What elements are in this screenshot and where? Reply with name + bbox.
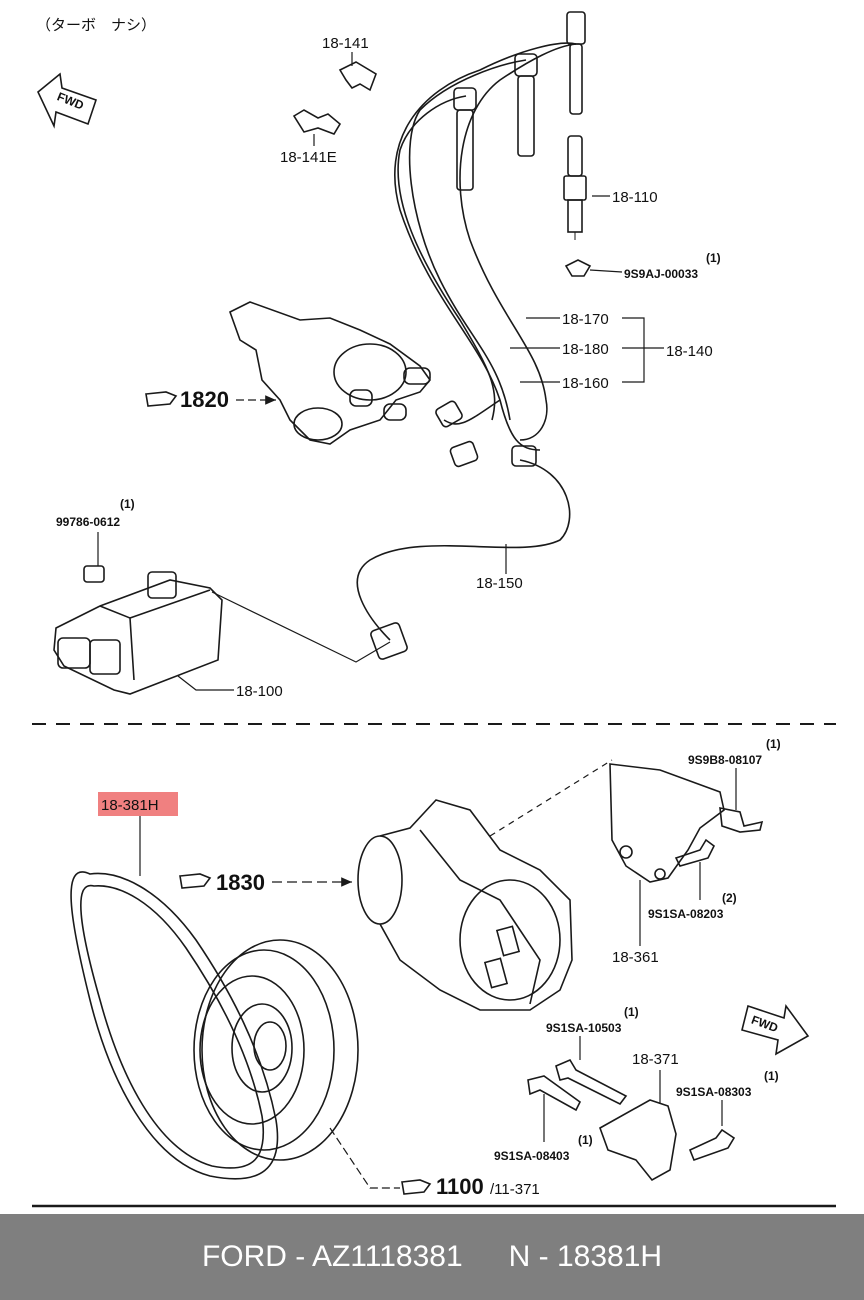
ref-1100-sub: /11-371 — [490, 1181, 540, 1198]
crank-pulley — [193, 939, 359, 1161]
footer-part-number: N - 18381H — [508, 1240, 663, 1273]
bolt-9s9b8 — [719, 807, 764, 833]
fwd-label-bottom: FWD — [749, 1013, 780, 1036]
label-9s1sa-10503: 9S1SA-10503 — [546, 1021, 622, 1035]
label-99786-0612: 99786-0612 — [56, 515, 120, 529]
ignition-coil — [53, 571, 223, 695]
footer-ford-number: FORD - AZ1118381 — [201, 1240, 463, 1273]
label-18-140: 18-140 — [666, 343, 713, 360]
part-number-footer: FORD - AZ1118381 N - 18381H — [0, 1214, 864, 1300]
label-18-180: 18-180 — [562, 341, 609, 358]
plug-wire-boots — [453, 11, 586, 191]
coil-bolt — [83, 565, 105, 583]
label-9s1sa-08403: 9S1SA-08403 — [494, 1149, 570, 1163]
clip-9s9aj — [564, 259, 592, 277]
fwd-arrow-top: FWD — [37, 72, 98, 129]
connector-clip — [338, 61, 377, 92]
label-18-141: 18-141 — [322, 35, 369, 52]
label-18-170: 18-170 — [562, 311, 609, 328]
qty-9s9b8: (1) — [766, 737, 781, 751]
adjuster-bracket — [599, 1099, 677, 1182]
bolt-9s1sa-10503 — [555, 1058, 628, 1106]
label-9s1sa-08203: 9S1SA-08203 — [648, 907, 724, 921]
ref-arrow-1830 — [179, 873, 212, 889]
qty-9s1sa-08203: (2) — [722, 891, 737, 905]
spark-plug — [563, 135, 587, 240]
drive-belt — [70, 871, 279, 1180]
ref-1100: 1100 — [436, 1174, 484, 1199]
qty-9s1sa-08403: (1) — [578, 1133, 593, 1147]
ref-1820: 1820 — [180, 387, 229, 412]
label-18-160: 18-160 — [562, 375, 609, 392]
ref-arrow-1100 — [401, 1179, 432, 1195]
label-9s1sa-08303: 9S1SA-08303 — [676, 1085, 752, 1099]
bolt-9s1sa-08303 — [688, 1128, 736, 1162]
label-9s9b8-08107: 9S9B8-08107 — [688, 753, 762, 767]
qty-9s1sa-10503: (1) — [624, 1005, 639, 1019]
fwd-arrow-bottom: FWD — [741, 1003, 810, 1056]
label-18-150: 18-150 — [476, 575, 523, 592]
header-note: （ターボ ナシ） — [36, 17, 156, 34]
qty-99786: (1) — [120, 497, 135, 511]
distributor — [229, 301, 432, 445]
ht-lead-wires — [356, 42, 577, 660]
fwd-label-top: FWD — [55, 89, 86, 112]
label-18-100: 18-100 — [236, 683, 283, 700]
label-18-371: 18-371 — [632, 1051, 679, 1068]
label-18-361: 18-361 — [612, 949, 659, 966]
bolt-9s1sa-08203 — [674, 838, 716, 867]
alternator-bracket — [609, 763, 725, 883]
label-9s9aj-00033: 9S9AJ-00033 — [624, 267, 698, 281]
connector-clip-e — [292, 109, 342, 135]
label-18-141e: 18-141E — [280, 149, 337, 166]
alternator — [357, 799, 573, 1011]
ref-1830: 1830 — [216, 870, 265, 895]
qty-9s9aj: (1) — [706, 251, 721, 265]
highlight-box — [98, 792, 178, 816]
label-18-381h: 18-381H — [101, 797, 159, 814]
parts-diagram: （ターボ ナシ） FWD 18-141 18-141E 18-110 (1) 9… — [32, 11, 836, 1208]
bolt-9s1sa-08403 — [527, 1075, 582, 1112]
label-18-110: 18-110 — [612, 189, 658, 206]
qty-9s1sa-08303: (1) — [764, 1069, 779, 1083]
ref-arrow-1820 — [145, 391, 178, 407]
